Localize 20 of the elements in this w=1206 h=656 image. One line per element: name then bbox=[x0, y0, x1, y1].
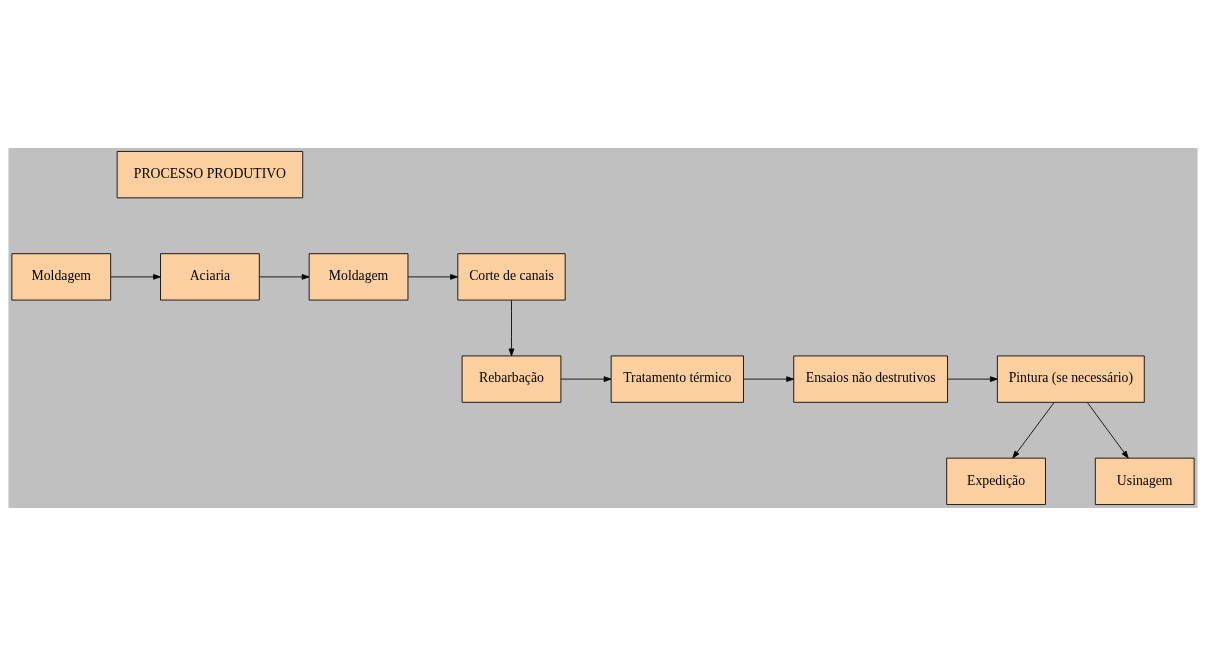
node-box: Expedição bbox=[946, 457, 1046, 505]
arrow bbox=[259, 274, 310, 280]
arrow bbox=[1012, 402, 1055, 459]
node-box: Moldagem bbox=[11, 253, 112, 301]
node-box: Corte de canais bbox=[457, 253, 566, 301]
arrow bbox=[947, 376, 998, 382]
arrow bbox=[407, 274, 458, 280]
node-box: Ensaios não destrutivos bbox=[793, 355, 948, 403]
arrow bbox=[1087, 402, 1129, 459]
node-box: Aciaria bbox=[160, 253, 260, 301]
arrow bbox=[110, 274, 161, 280]
node-box: Tratamento térmico bbox=[610, 355, 744, 403]
node-box: PROCESSO PRODUTIVO bbox=[116, 151, 304, 199]
arrow bbox=[560, 376, 612, 382]
node-box: Usinagem bbox=[1094, 457, 1195, 505]
arrow bbox=[508, 299, 515, 357]
node-box: Rebarbação bbox=[461, 355, 562, 403]
node-box: Moldagem bbox=[308, 253, 409, 301]
node-box: Pintura (se necessário) bbox=[996, 355, 1145, 403]
arrow bbox=[743, 376, 794, 382]
